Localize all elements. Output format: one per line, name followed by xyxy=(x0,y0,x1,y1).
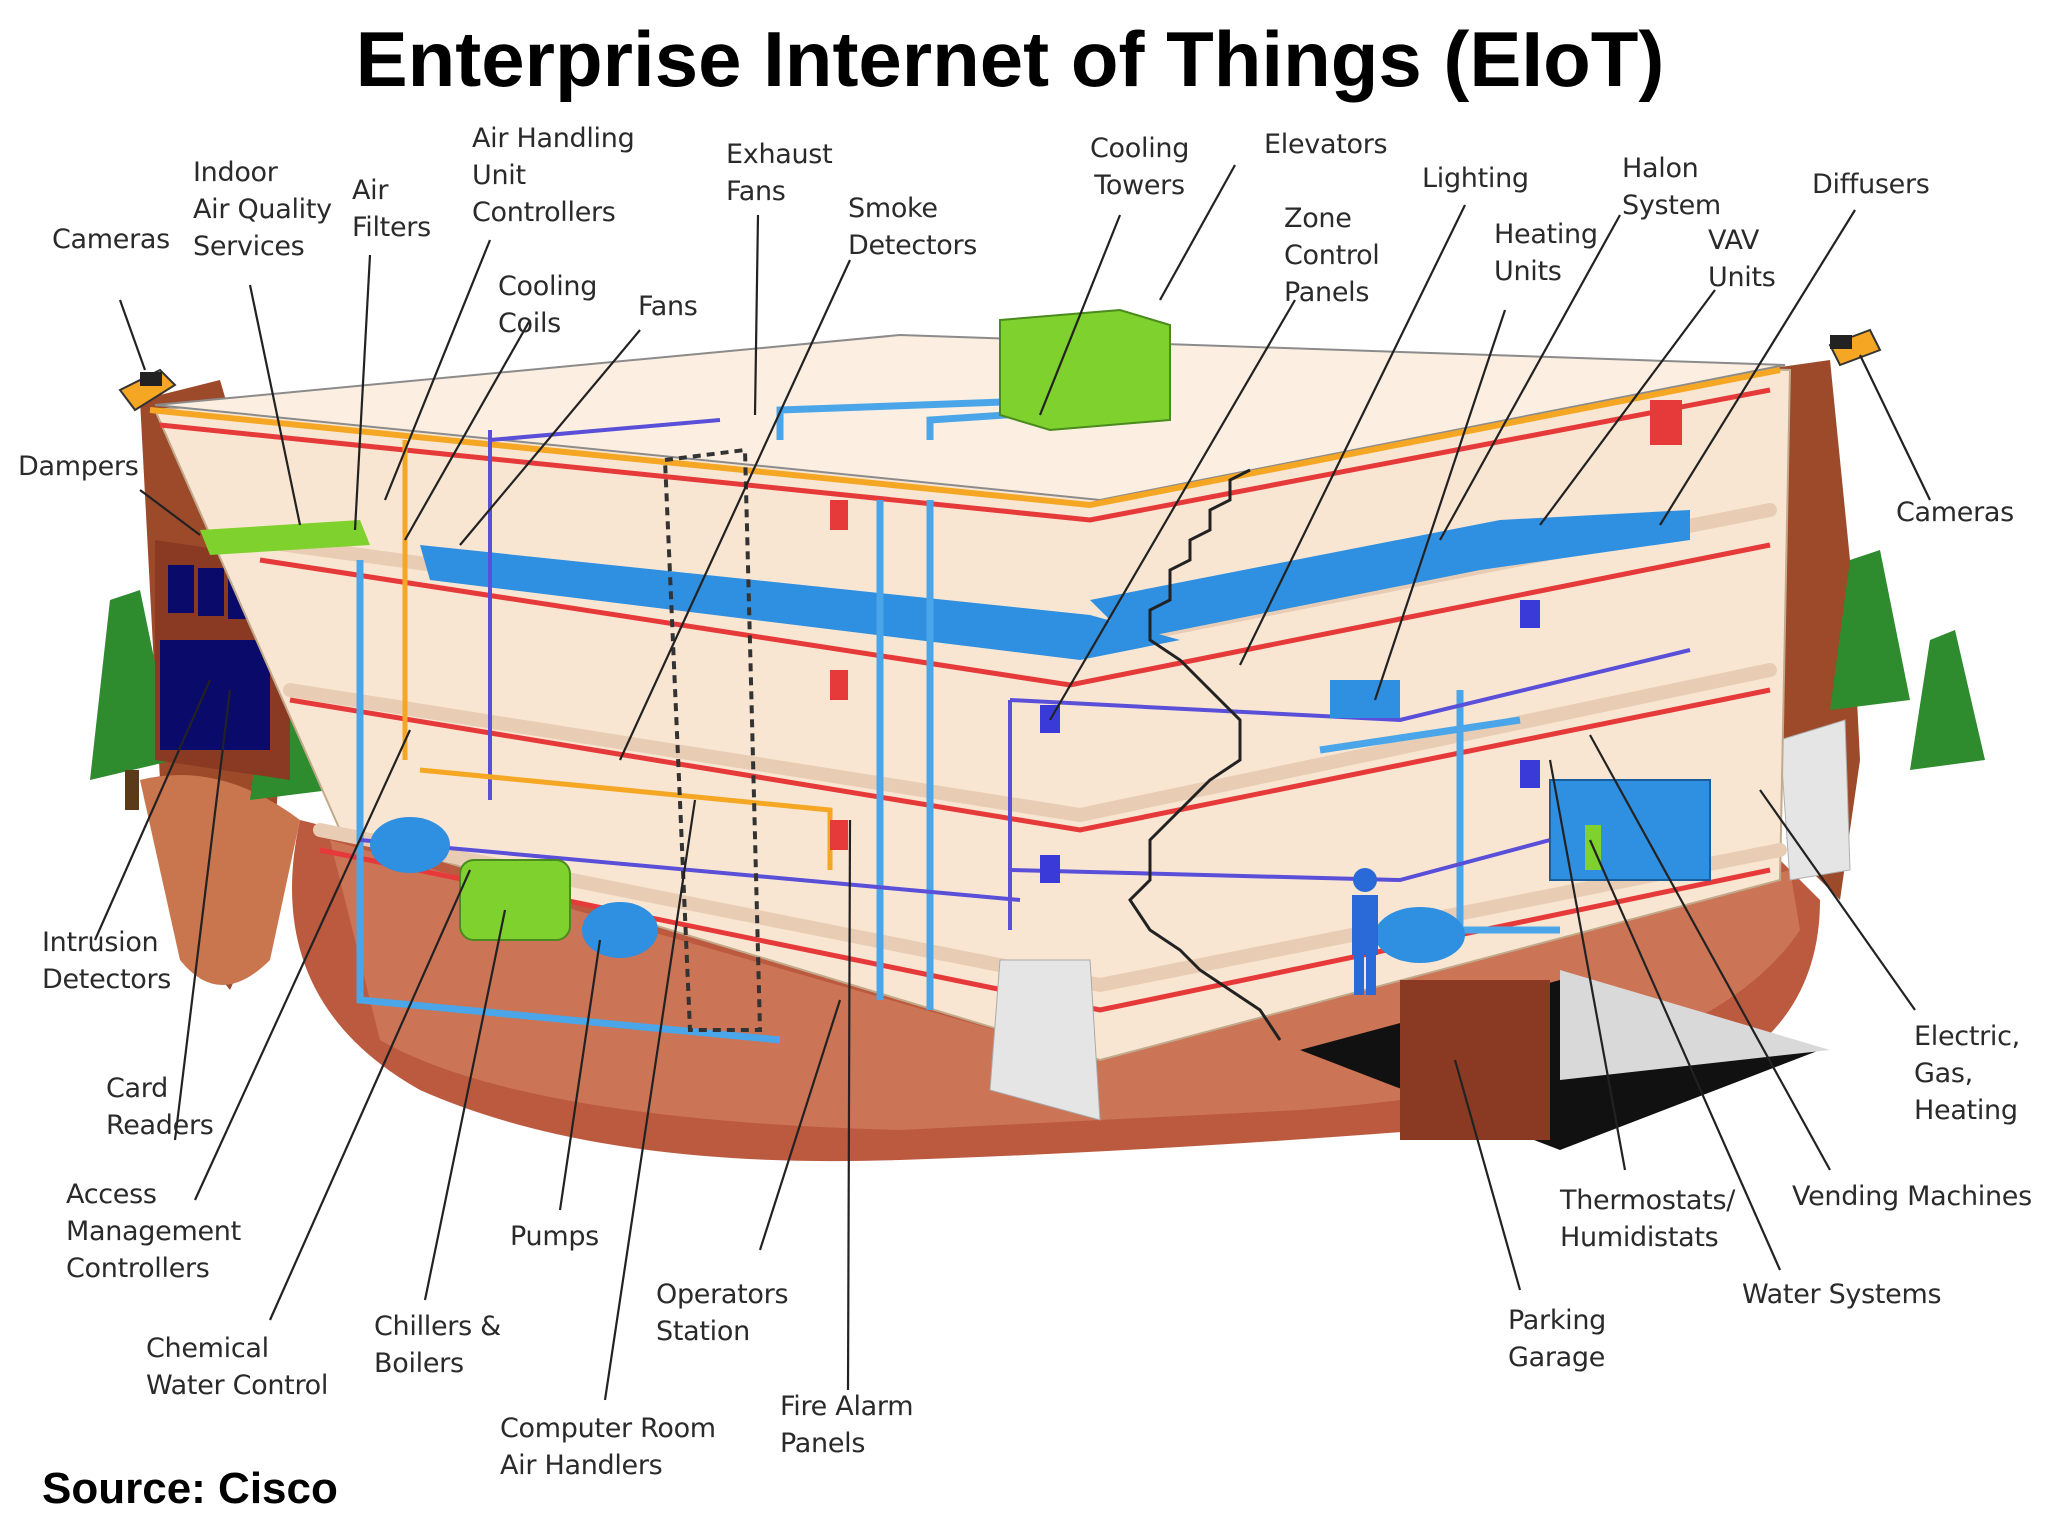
label-fans: Fans xyxy=(638,291,698,322)
label-air-filters: Air Filters xyxy=(352,175,431,243)
label-cameras-right: Cameras xyxy=(1896,497,2014,528)
label-diffusers: Diffusers xyxy=(1812,169,1930,200)
vending-machine xyxy=(1549,779,1711,881)
label-elevators: Elevators xyxy=(1264,129,1388,160)
fire-alarm-panels xyxy=(830,500,848,850)
tree-right-1 xyxy=(1830,550,1910,710)
control-lines xyxy=(359,418,1701,930)
label-halon-system: Halon System xyxy=(1622,153,1721,221)
label-cooling-coils: Cooling Coils xyxy=(498,271,598,339)
parking-garage xyxy=(1300,970,1830,1150)
label-heating-units: Heating Units xyxy=(1494,219,1598,287)
zone-panels xyxy=(1040,600,1540,883)
label-fire-alarm-panels: Fire Alarm Panels xyxy=(780,1391,914,1459)
leader-lines xyxy=(93,164,1931,1401)
label-indoor-air-quality: Indoor Air Quality Services xyxy=(193,157,332,262)
cooling-tower xyxy=(999,308,1171,432)
page-title: Enterprise Internet of Things (EIoT) xyxy=(355,15,1665,103)
label-operators-station: Operators Station xyxy=(656,1279,789,1347)
halon-system xyxy=(1650,400,1682,445)
source-caption: Source: Cisco xyxy=(42,1464,338,1513)
foundation-left xyxy=(989,959,1101,1121)
chillers-boilers xyxy=(459,859,571,941)
label-vending-machines: Vending Machines xyxy=(1792,1181,2032,1212)
tree-left-1 xyxy=(90,590,175,810)
label-chemical-water-control: Chemical Water Control xyxy=(146,1333,329,1401)
label-zone-control-panels: Zone Control Panels xyxy=(1284,203,1380,308)
roof-edge-line xyxy=(149,367,1781,509)
camera-right-icon xyxy=(1828,328,1882,367)
hvac-ducts xyxy=(200,510,1690,660)
label-cooling-towers: Cooling Towers xyxy=(1090,133,1190,201)
left-earth xyxy=(140,775,300,985)
camera-left-icon xyxy=(118,368,177,412)
label-smoke-detectors: Smoke Detectors xyxy=(848,193,978,261)
label-lighting: Lighting xyxy=(1422,163,1529,194)
label-dampers: Dampers xyxy=(18,451,139,482)
right-wall-stone xyxy=(1779,719,1851,881)
elevator-shaft xyxy=(662,447,763,1032)
label-pumps: Pumps xyxy=(510,1221,599,1252)
label-electric-gas-heating: Electric, Gas, Heating xyxy=(1914,1021,2020,1126)
label-air-handling-unit-controllers: Air Handling Unit Controllers xyxy=(472,123,635,228)
label-access-management-controllers: Access Management Controllers xyxy=(66,1179,241,1284)
heating-unit xyxy=(1330,680,1400,718)
label-vav-units: VAV Units xyxy=(1708,225,1776,293)
label-chillers-boilers: Chillers & Boilers xyxy=(374,1311,501,1379)
label-computer-room-air-handlers: Computer Room Air Handlers xyxy=(500,1413,716,1481)
label-parking-garage: Parking Garage xyxy=(1508,1305,1607,1373)
label-card-readers: Card Readers xyxy=(106,1073,214,1141)
label-cameras-left: Cameras xyxy=(52,224,170,255)
water-pipes xyxy=(356,320,1560,1044)
label-intrusion-detectors: Intrusion Detectors xyxy=(42,927,172,995)
label-exhaust-fans: Exhaust Fans xyxy=(726,139,833,207)
tree-right-2 xyxy=(1910,630,1985,770)
operator-figure xyxy=(1352,868,1378,995)
label-thermostats-humidistats: Thermostats/ Humidistats xyxy=(1560,1185,1736,1253)
label-water-systems: Water Systems xyxy=(1742,1279,1942,1310)
stairs xyxy=(1128,468,1282,1041)
pumps-equipment xyxy=(370,817,1465,963)
